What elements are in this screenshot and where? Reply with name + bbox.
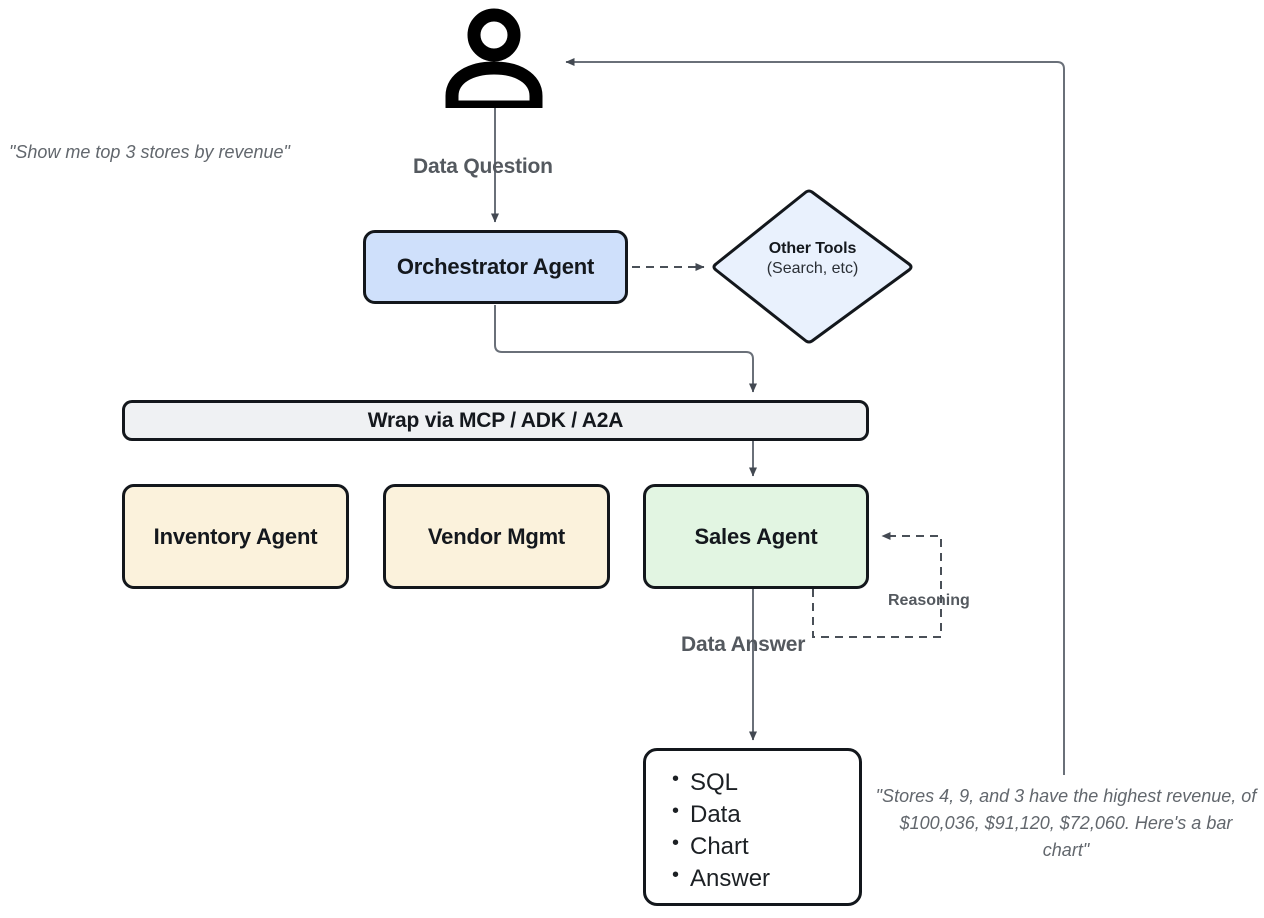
list-item: SQL xyxy=(672,766,859,799)
output-artifact-list: SQL Data Chart Answer xyxy=(646,751,859,895)
other-tools-subtitle: (Search, etc) xyxy=(766,259,859,277)
node-other-tools[interactable]: Other Tools (Search, etc) xyxy=(712,189,913,344)
node-sales-agent[interactable]: Sales Agent xyxy=(643,484,869,589)
user-question-quote: "Show me top 3 stores by revenue" xyxy=(9,142,290,162)
node-mcp-wrap-bar[interactable]: Wrap via MCP / ADK / A2A xyxy=(122,400,869,441)
edge-label-data-question: Data Question xyxy=(413,155,553,178)
person-icon xyxy=(444,8,544,114)
node-orchestrator-agent[interactable]: Orchestrator Agent xyxy=(363,230,628,304)
node-output-artifacts[interactable]: SQL Data Chart Answer xyxy=(643,748,862,906)
edge-label-reasoning: Reasoning xyxy=(888,592,970,609)
node-inventory-agent[interactable]: Inventory Agent xyxy=(122,484,349,589)
node-vendor-mgmt[interactable]: Vendor Mgmt xyxy=(383,484,610,589)
list-item: Chart xyxy=(672,830,859,863)
edge-label-data-answer: Data Answer xyxy=(681,633,806,656)
answer-quote: "Stores 4, 9, and 3 have the highest rev… xyxy=(875,786,1257,860)
other-tools-label: Other Tools (Search, etc) xyxy=(712,239,913,278)
list-item: Answer xyxy=(672,862,859,895)
list-item: Data xyxy=(672,798,859,831)
other-tools-title: Other Tools xyxy=(768,240,857,257)
